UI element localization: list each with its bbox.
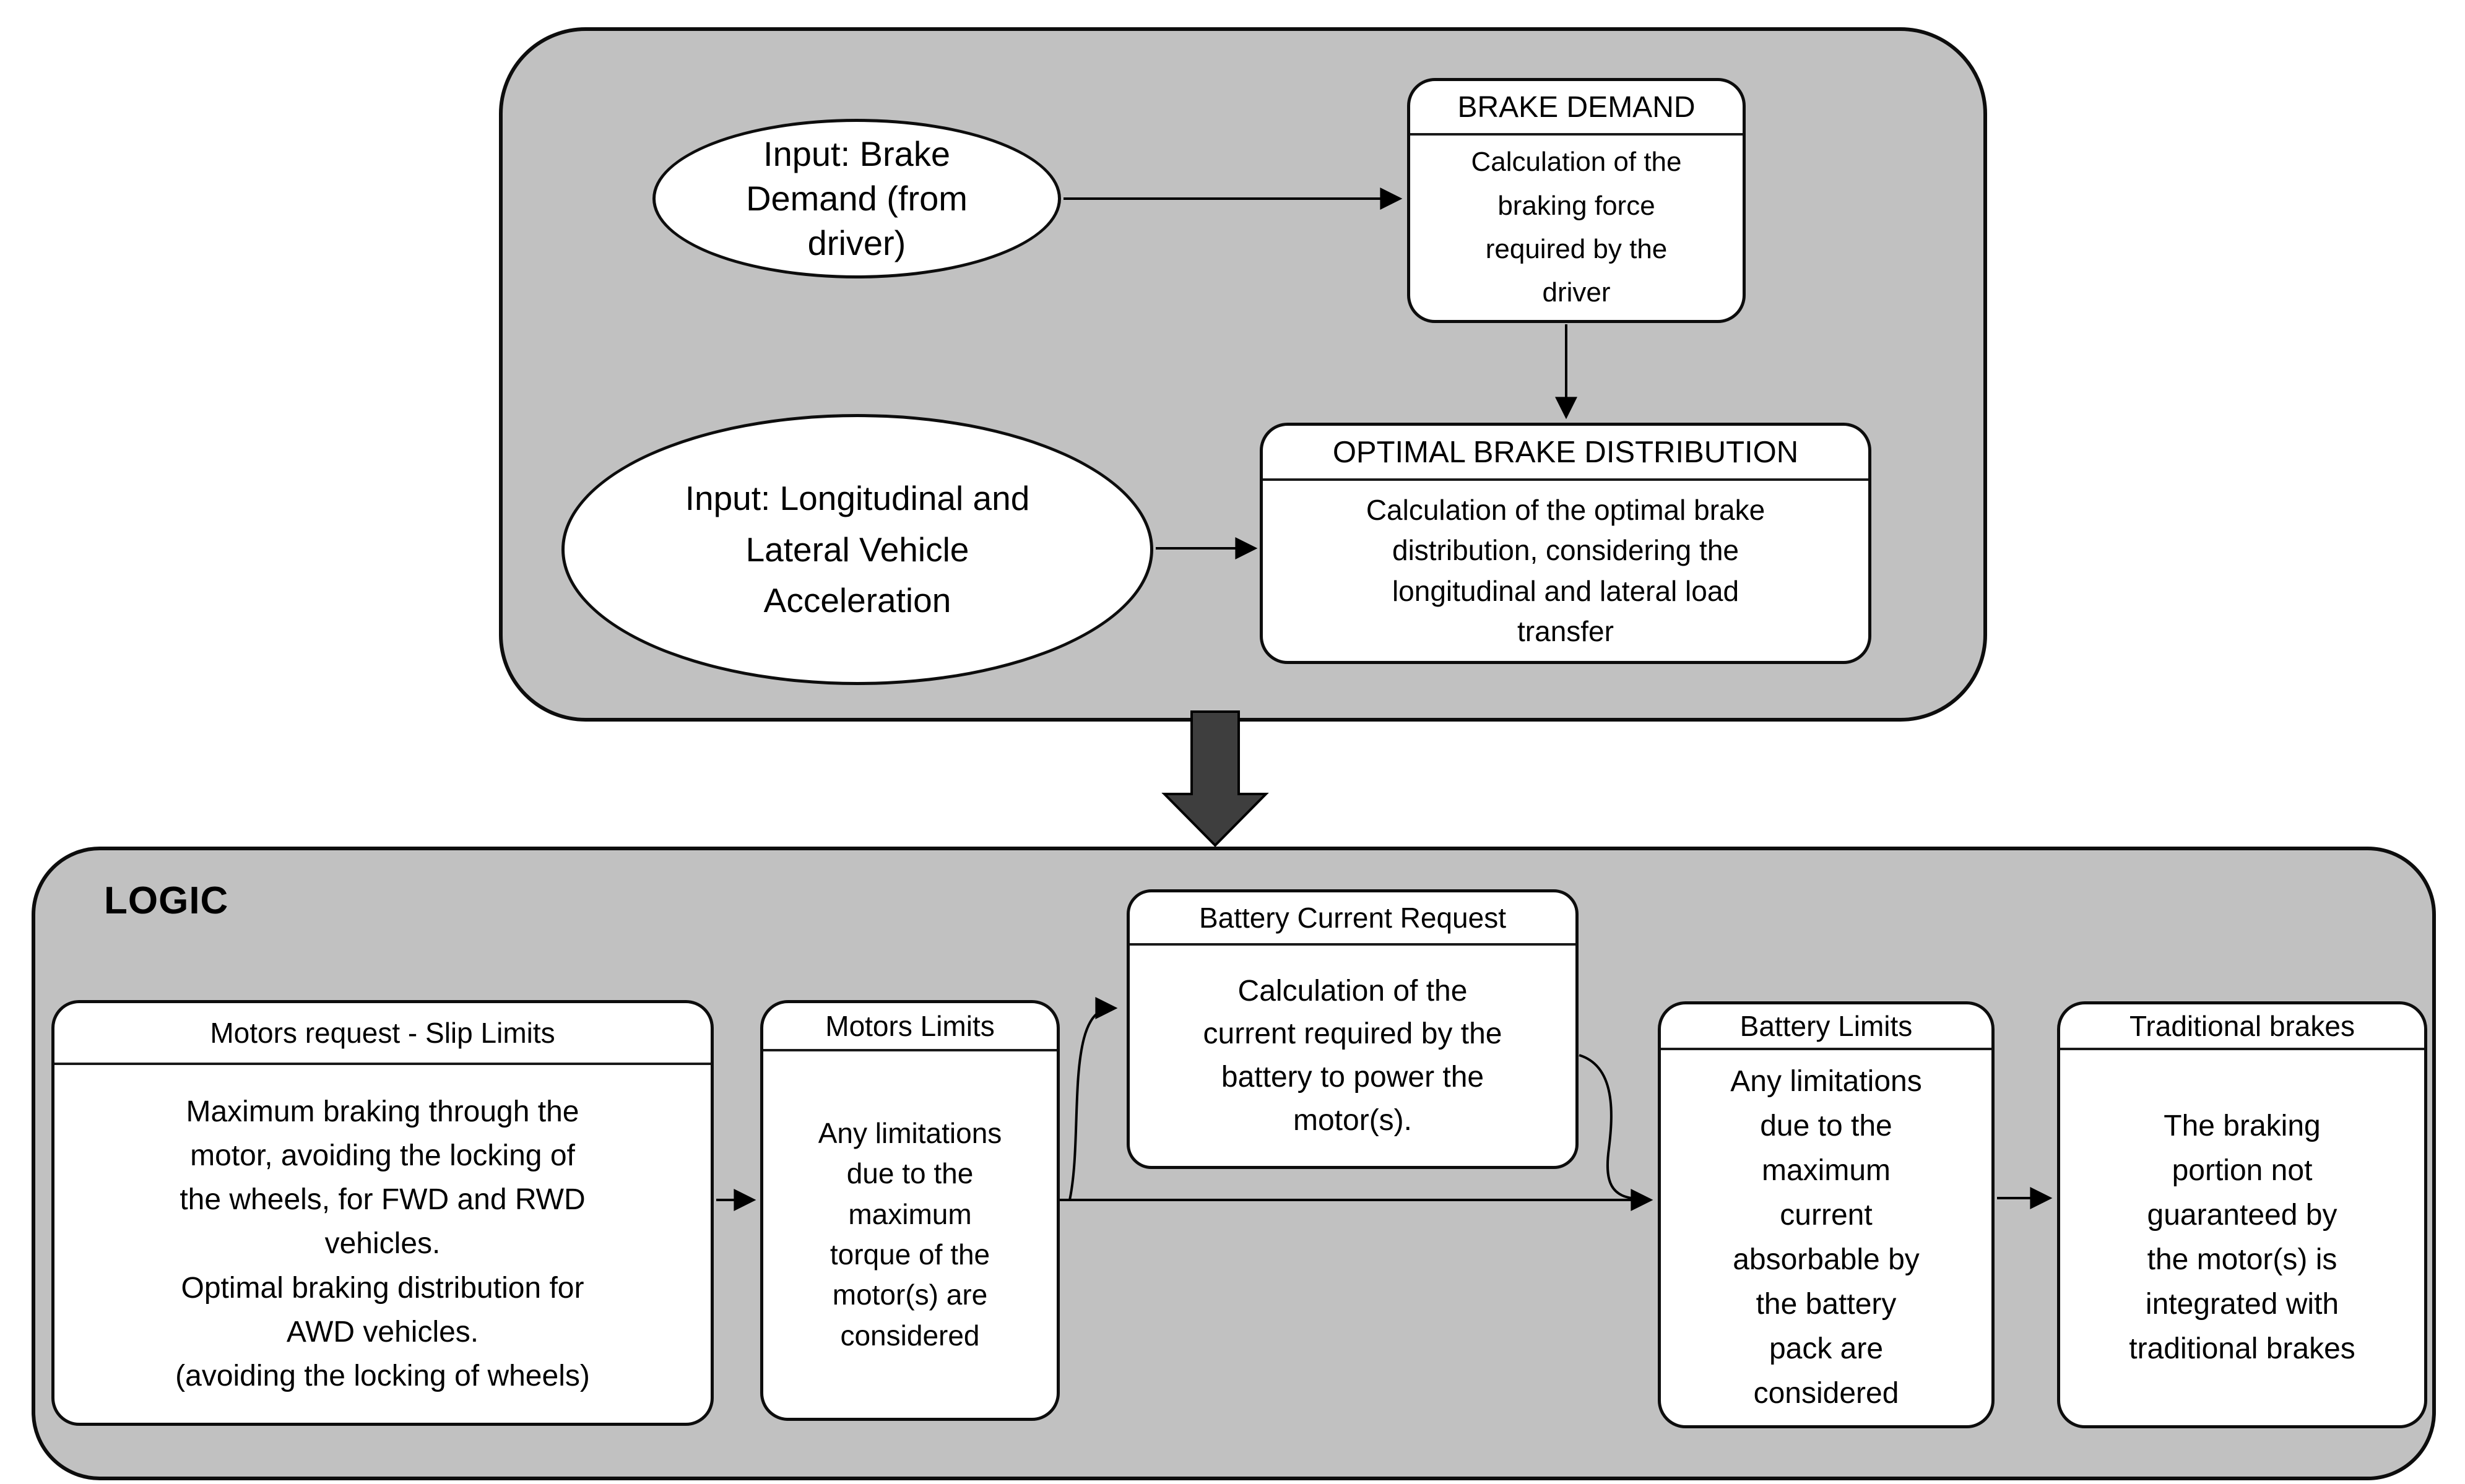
big-down-arrow xyxy=(1161,710,1269,847)
connector-battery-current-request-to-battery-limits xyxy=(1579,1054,1641,1200)
node-motors-request-slip-limits: Motors request - Slip Limits Maximum bra… xyxy=(51,1000,714,1426)
node-optimal-brake-distribution: OPTIMAL BRAKE DISTRIBUTION Calculation o… xyxy=(1260,423,1871,664)
traditional-brakes-title: Traditional brakes xyxy=(2060,1004,2424,1050)
node-traditional-brakes: Traditional brakes The braking portion n… xyxy=(2057,1001,2427,1428)
node-battery-current-request: Battery Current Request Calculation of t… xyxy=(1127,889,1579,1169)
motors-request-slip-limits-body: Maximum braking through the motor, avoid… xyxy=(175,1095,590,1392)
motors-limits-title: Motors Limits xyxy=(763,1003,1057,1051)
optimal-brake-distribution-title: OPTIMAL BRAKE DISTRIBUTION xyxy=(1263,426,1868,481)
node-motors-limits: Motors Limits Any limitations due to the… xyxy=(760,1000,1060,1421)
ellipse-acceleration-input: Input: Longitudinal and Lateral Vehicle … xyxy=(561,414,1153,685)
optimal-brake-distribution-body: Calculation of the optimal brake distrib… xyxy=(1366,493,1765,647)
logic-label: LOGIC xyxy=(104,879,229,922)
ellipse-brake-demand-input: Input: Brake Demand (from driver) xyxy=(652,119,1061,278)
traditional-brakes-body: The braking portion not guaranteed by th… xyxy=(2129,1110,2355,1365)
battery-current-request-title: Battery Current Request xyxy=(1130,892,1575,946)
battery-limits-body: Any limitations due to the maximum curre… xyxy=(1730,1065,1922,1410)
brake-demand-title: BRAKE DEMAND xyxy=(1410,81,1743,136)
ellipse-acceleration-input-text: Input: Longitudinal and Lateral Vehicle … xyxy=(685,479,1030,620)
arrow-branch-to-battery-current-request xyxy=(1068,997,1118,1201)
brake-demand-body: Calculation of the braking force require… xyxy=(1471,147,1682,308)
motors-request-slip-limits-title: Motors request - Slip Limits xyxy=(54,1003,711,1065)
battery-limits-title: Battery Limits xyxy=(1661,1004,1991,1050)
node-brake-demand: BRAKE DEMAND Calculation of the braking … xyxy=(1407,78,1746,323)
battery-current-request-body: Calculation of the current required by t… xyxy=(1203,974,1502,1137)
motors-limits-body: Any limitations due to the maximum torqu… xyxy=(818,1117,1002,1352)
ellipse-brake-demand-input-text: Input: Brake Demand (from driver) xyxy=(746,134,968,262)
node-battery-limits: Battery Limits Any limitations due to th… xyxy=(1658,1001,1995,1428)
